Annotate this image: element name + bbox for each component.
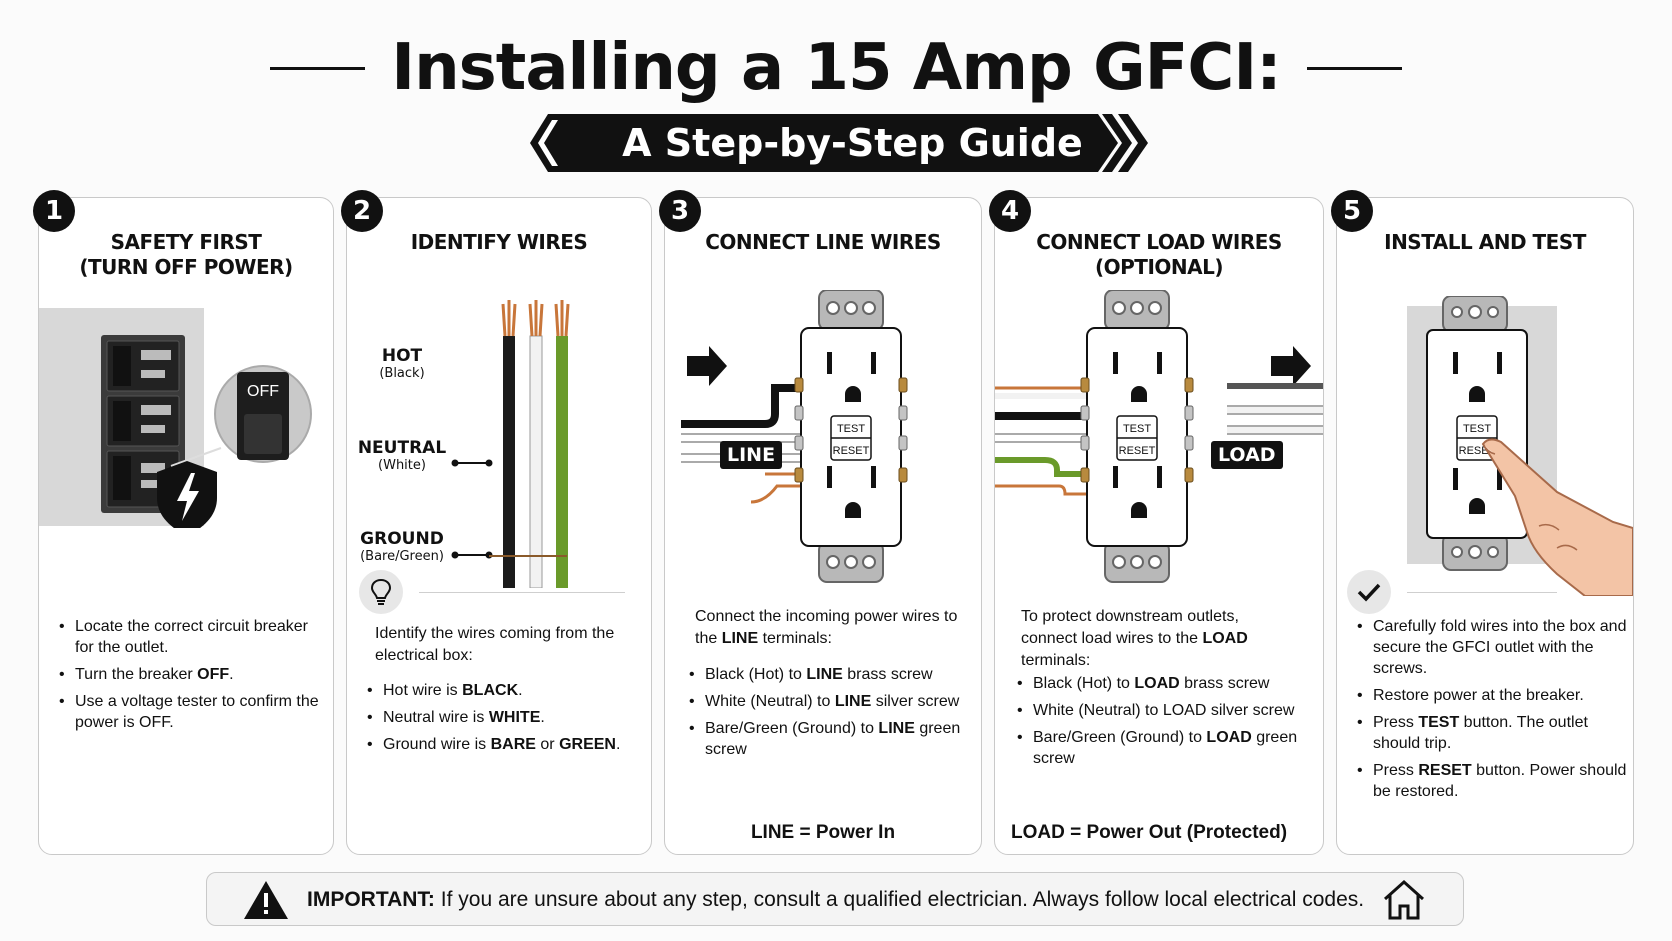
list-item: Press RESET button. Power should be rest… <box>1357 760 1627 802</box>
warning-triangle-icon <box>243 879 289 926</box>
list-item: Black (Hot) to LOAD brass screw <box>1017 673 1317 694</box>
step-5-title: INSTALL AND TEST <box>1337 230 1633 255</box>
page-subtitle: A Step-by-Step Guide <box>622 121 1083 165</box>
step-2-number: 2 <box>341 190 383 232</box>
list-item: Bare/Green (Ground) to LINE green screw <box>689 718 979 760</box>
hot-wire-label: HOT(Black) <box>379 346 425 381</box>
list-item: Use a voltage tester to confirm the powe… <box>59 691 324 733</box>
page-title: Installing a 15 Amp GFCI: <box>391 31 1281 105</box>
checkmark-icon <box>1347 570 1391 614</box>
home-icon[interactable] <box>1381 879 1427 926</box>
step-4-title-line-2: (OPTIONAL) <box>1095 255 1224 279</box>
step-4-title-line-1: CONNECT LOAD WIRES <box>1036 230 1282 254</box>
list-item: Restore power at the breaker. <box>1357 685 1627 706</box>
load-wiring-illustration: TEST RESET <box>995 289 1323 600</box>
line-tag: LINE <box>720 441 783 469</box>
step-2-panel: 2 IDENTIFY WIRES HOT(Black) NEUTRAL(Whit… <box>341 190 652 855</box>
list-item: White (Neutral) to LOAD silver screw <box>1017 700 1317 721</box>
ground-wire-label: GROUND(Bare/Green) <box>360 529 444 564</box>
list-item: White (Neutral) to LINE silver screw <box>689 691 979 712</box>
shield-lightning-icon <box>157 461 217 536</box>
step-4-bullets: Black (Hot) to LOAD brass screw White (N… <box>1017 673 1317 775</box>
list-item: Hot wire is BLACK. <box>367 680 647 701</box>
step-2-title-line-1: IDENTIFY WIRES <box>410 230 588 254</box>
step-5-panel: 5 INSTALL AND TEST TEST RESET <box>1331 190 1634 855</box>
test-button-label: TEST <box>837 423 865 435</box>
breaker-panel-illustration: OFF <box>39 308 333 536</box>
gfci-outlet: TEST RESET <box>794 289 908 583</box>
list-item: Carefully fold wires into the box and se… <box>1357 616 1627 679</box>
title-left-rule <box>270 66 366 70</box>
reset-button-label: RESET <box>833 445 870 457</box>
step-5-divider-line <box>1407 591 1557 593</box>
step-1-number: 1 <box>33 190 75 232</box>
step-3-bullets: Black (Hot) to LINE brass screw White (N… <box>689 664 979 766</box>
wires-illustration <box>447 298 597 650</box>
important-notice-bar: IMPORTANT: If you are unsure about any s… <box>206 872 1464 926</box>
test-outlet-illustration: TEST RESET <box>1407 295 1634 597</box>
step-4-summary: LOAD = Power Out (Protected) <box>1010 822 1288 843</box>
step-3-intro: Connect the incoming power wires to the … <box>695 608 958 647</box>
step-1-title-line-1: SAFETY FIRST <box>110 230 262 254</box>
step-4-number: 4 <box>989 190 1031 232</box>
step-3-title: CONNECT LINE WIRES <box>665 230 981 255</box>
breaker-off-label: OFF <box>247 383 279 400</box>
list-item: Black (Hot) to LINE brass screw <box>689 664 979 685</box>
step-5-title-line-1: INSTALL AND TEST <box>1384 230 1586 254</box>
list-item: Bare/Green (Ground) to LOAD green screw <box>1017 727 1317 769</box>
step-5-number: 5 <box>1331 190 1373 232</box>
step-1-bullets: Locate the correct circuit breaker for t… <box>59 616 324 739</box>
step-1-panel: 1 SAFETY FIRST (TURN OFF POWER) OFF <box>33 190 334 855</box>
step-3-summary: LINE = Power In <box>750 822 896 843</box>
step-3-panel: 3 CONNECT LINE WIRES <box>659 190 982 855</box>
step-2-divider-line <box>419 591 625 593</box>
step-4-panel: 4 CONNECT LOAD WIRES (OPTIONAL) <box>989 190 1324 855</box>
step-2-intro: Identify the wires coming from the elect… <box>375 625 615 664</box>
lightbulb-icon <box>359 570 403 614</box>
step-2-divider <box>359 570 639 614</box>
step-2-title: IDENTIFY WIRES <box>347 230 651 255</box>
test-button-label: TEST <box>1463 423 1491 435</box>
list-item: Locate the correct circuit breaker for t… <box>59 616 324 658</box>
test-button-label: TEST <box>1123 423 1151 435</box>
list-item: Turn the breaker OFF. <box>59 664 324 685</box>
step-5-divider <box>1347 570 1561 614</box>
step-4-title: CONNECT LOAD WIRES (OPTIONAL) <box>995 230 1323 280</box>
reset-button-label: RESET <box>1119 445 1156 457</box>
step-3-title-line-1: CONNECT LINE WIRES <box>705 230 941 254</box>
important-notice-text: IMPORTANT: If you are unsure about any s… <box>307 888 1365 911</box>
title-right-rule <box>1306 66 1402 70</box>
step-5-bullets: Carefully fold wires into the box and se… <box>1357 616 1627 808</box>
list-item: Press TEST button. The outlet should tri… <box>1357 712 1627 754</box>
title-row: Installing a 15 Amp GFCI: <box>0 28 1672 108</box>
step-4-intro: To protect downstream outlets, connect l… <box>1021 608 1248 669</box>
subtitle-banner: A Step-by-Step Guide <box>530 114 1175 172</box>
list-item: Ground wire is BARE or GREEN. <box>367 734 647 755</box>
load-tag: LOAD <box>1211 441 1283 469</box>
list-item: Neutral wire is WHITE. <box>367 707 647 728</box>
step-1-title: SAFETY FIRST (TURN OFF POWER) <box>39 230 333 280</box>
line-wiring-illustration: TEST RESET <box>665 289 981 600</box>
step-3-number: 3 <box>659 190 701 232</box>
step-2-bullets: Hot wire is BLACK. Neutral wire is WHITE… <box>367 680 647 761</box>
step-1-title-line-2: (TURN OFF POWER) <box>79 255 293 279</box>
neutral-wire-label: NEUTRAL(White) <box>357 438 447 473</box>
